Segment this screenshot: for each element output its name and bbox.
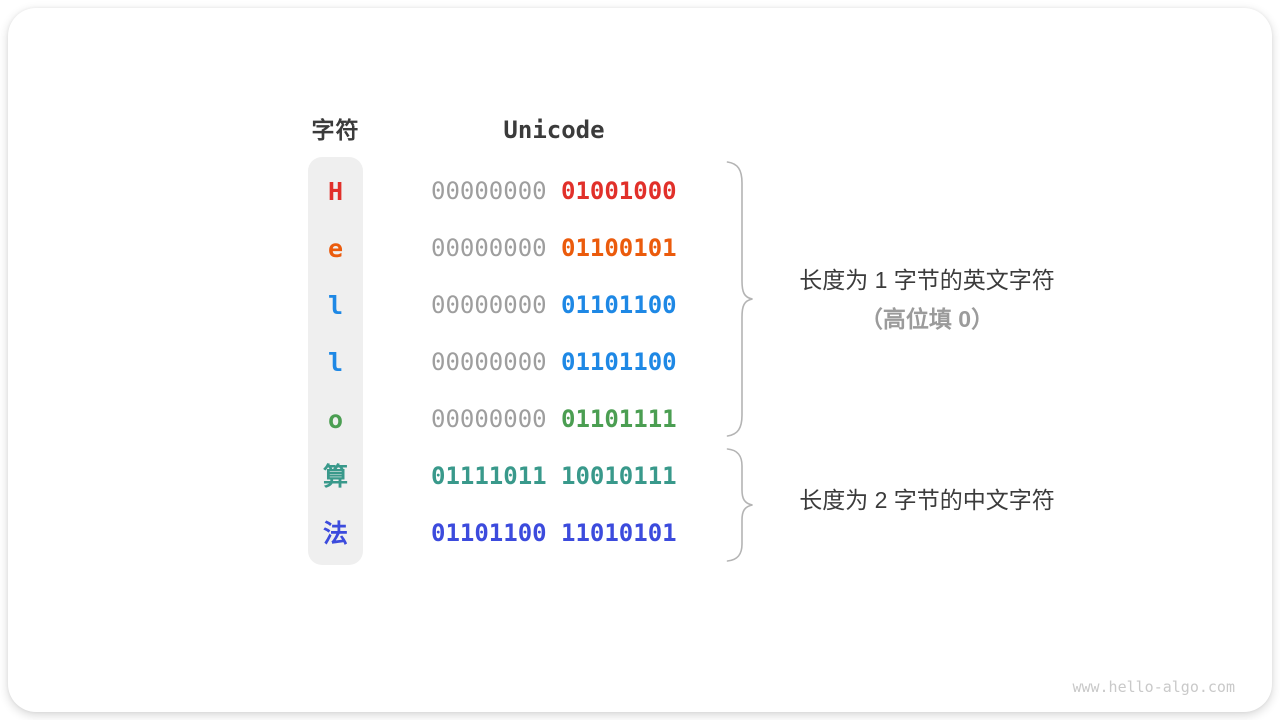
annotation-english-line1: 长度为 1 字节的英文字符 [799, 267, 1055, 293]
unicode-low-byte: 11010101 [561, 519, 677, 547]
annotation-english-line2: （高位填 0） [859, 306, 995, 332]
encoding-row: e 00000000 01100101 [0, 220, 1280, 277]
unicode-low-byte: 10010111 [561, 462, 677, 490]
unicode-high-byte: 00000000 [431, 405, 547, 433]
character-cell: 算 [322, 462, 348, 491]
encoding-row: 法 01101100 11010101 [0, 505, 1280, 562]
diagram-card [8, 8, 1272, 712]
character-column-background [308, 157, 363, 565]
unicode-low-byte: 01101100 [561, 291, 677, 319]
unicode-low-byte: 01101100 [561, 348, 677, 376]
character-cell: e [327, 234, 344, 263]
character-cell: o [327, 405, 344, 434]
unicode-low-byte: 01101111 [561, 405, 677, 433]
encoding-row: 算 01111011 10010111 [0, 448, 1280, 505]
unicode-high-byte: 00000000 [431, 177, 547, 205]
brace-path [726, 448, 753, 562]
unicode-high-byte: 00000000 [431, 291, 547, 319]
character-cell: H [327, 177, 344, 206]
unicode-high-byte: 00000000 [431, 348, 547, 376]
encoding-row: l 00000000 01101100 [0, 277, 1280, 334]
column-header-character: 字符 [311, 117, 360, 143]
unicode-low-byte: 01001000 [561, 177, 677, 205]
character-cell: l [327, 348, 344, 377]
encoding-row: l 00000000 01101100 [0, 334, 1280, 391]
character-cell: 法 [322, 519, 348, 548]
unicode-high-byte: 00000000 [431, 234, 547, 262]
encoding-row: o 00000000 01101111 [0, 391, 1280, 448]
annotation-english-chars: 长度为 1 字节的英文字符 （高位填 0） [751, 261, 1103, 339]
unicode-high-byte: 01111011 [431, 462, 547, 490]
unicode-high-byte: 01101100 [431, 519, 547, 547]
annotation-chinese-chars: 长度为 2 字节的中文字符 [751, 481, 1103, 520]
column-header-unicode: Unicode [503, 116, 605, 144]
character-cell: l [327, 291, 344, 320]
brace-path [726, 161, 753, 437]
unicode-low-byte: 01100101 [561, 234, 677, 262]
brace-english-rows [726, 161, 753, 437]
encoding-row: H 00000000 01001000 [0, 163, 1280, 220]
annotation-chinese-line1: 长度为 2 字节的中文字符 [799, 487, 1055, 513]
brace-chinese-rows [726, 448, 753, 562]
watermark-text: www.hello-algo.com [1072, 678, 1235, 696]
